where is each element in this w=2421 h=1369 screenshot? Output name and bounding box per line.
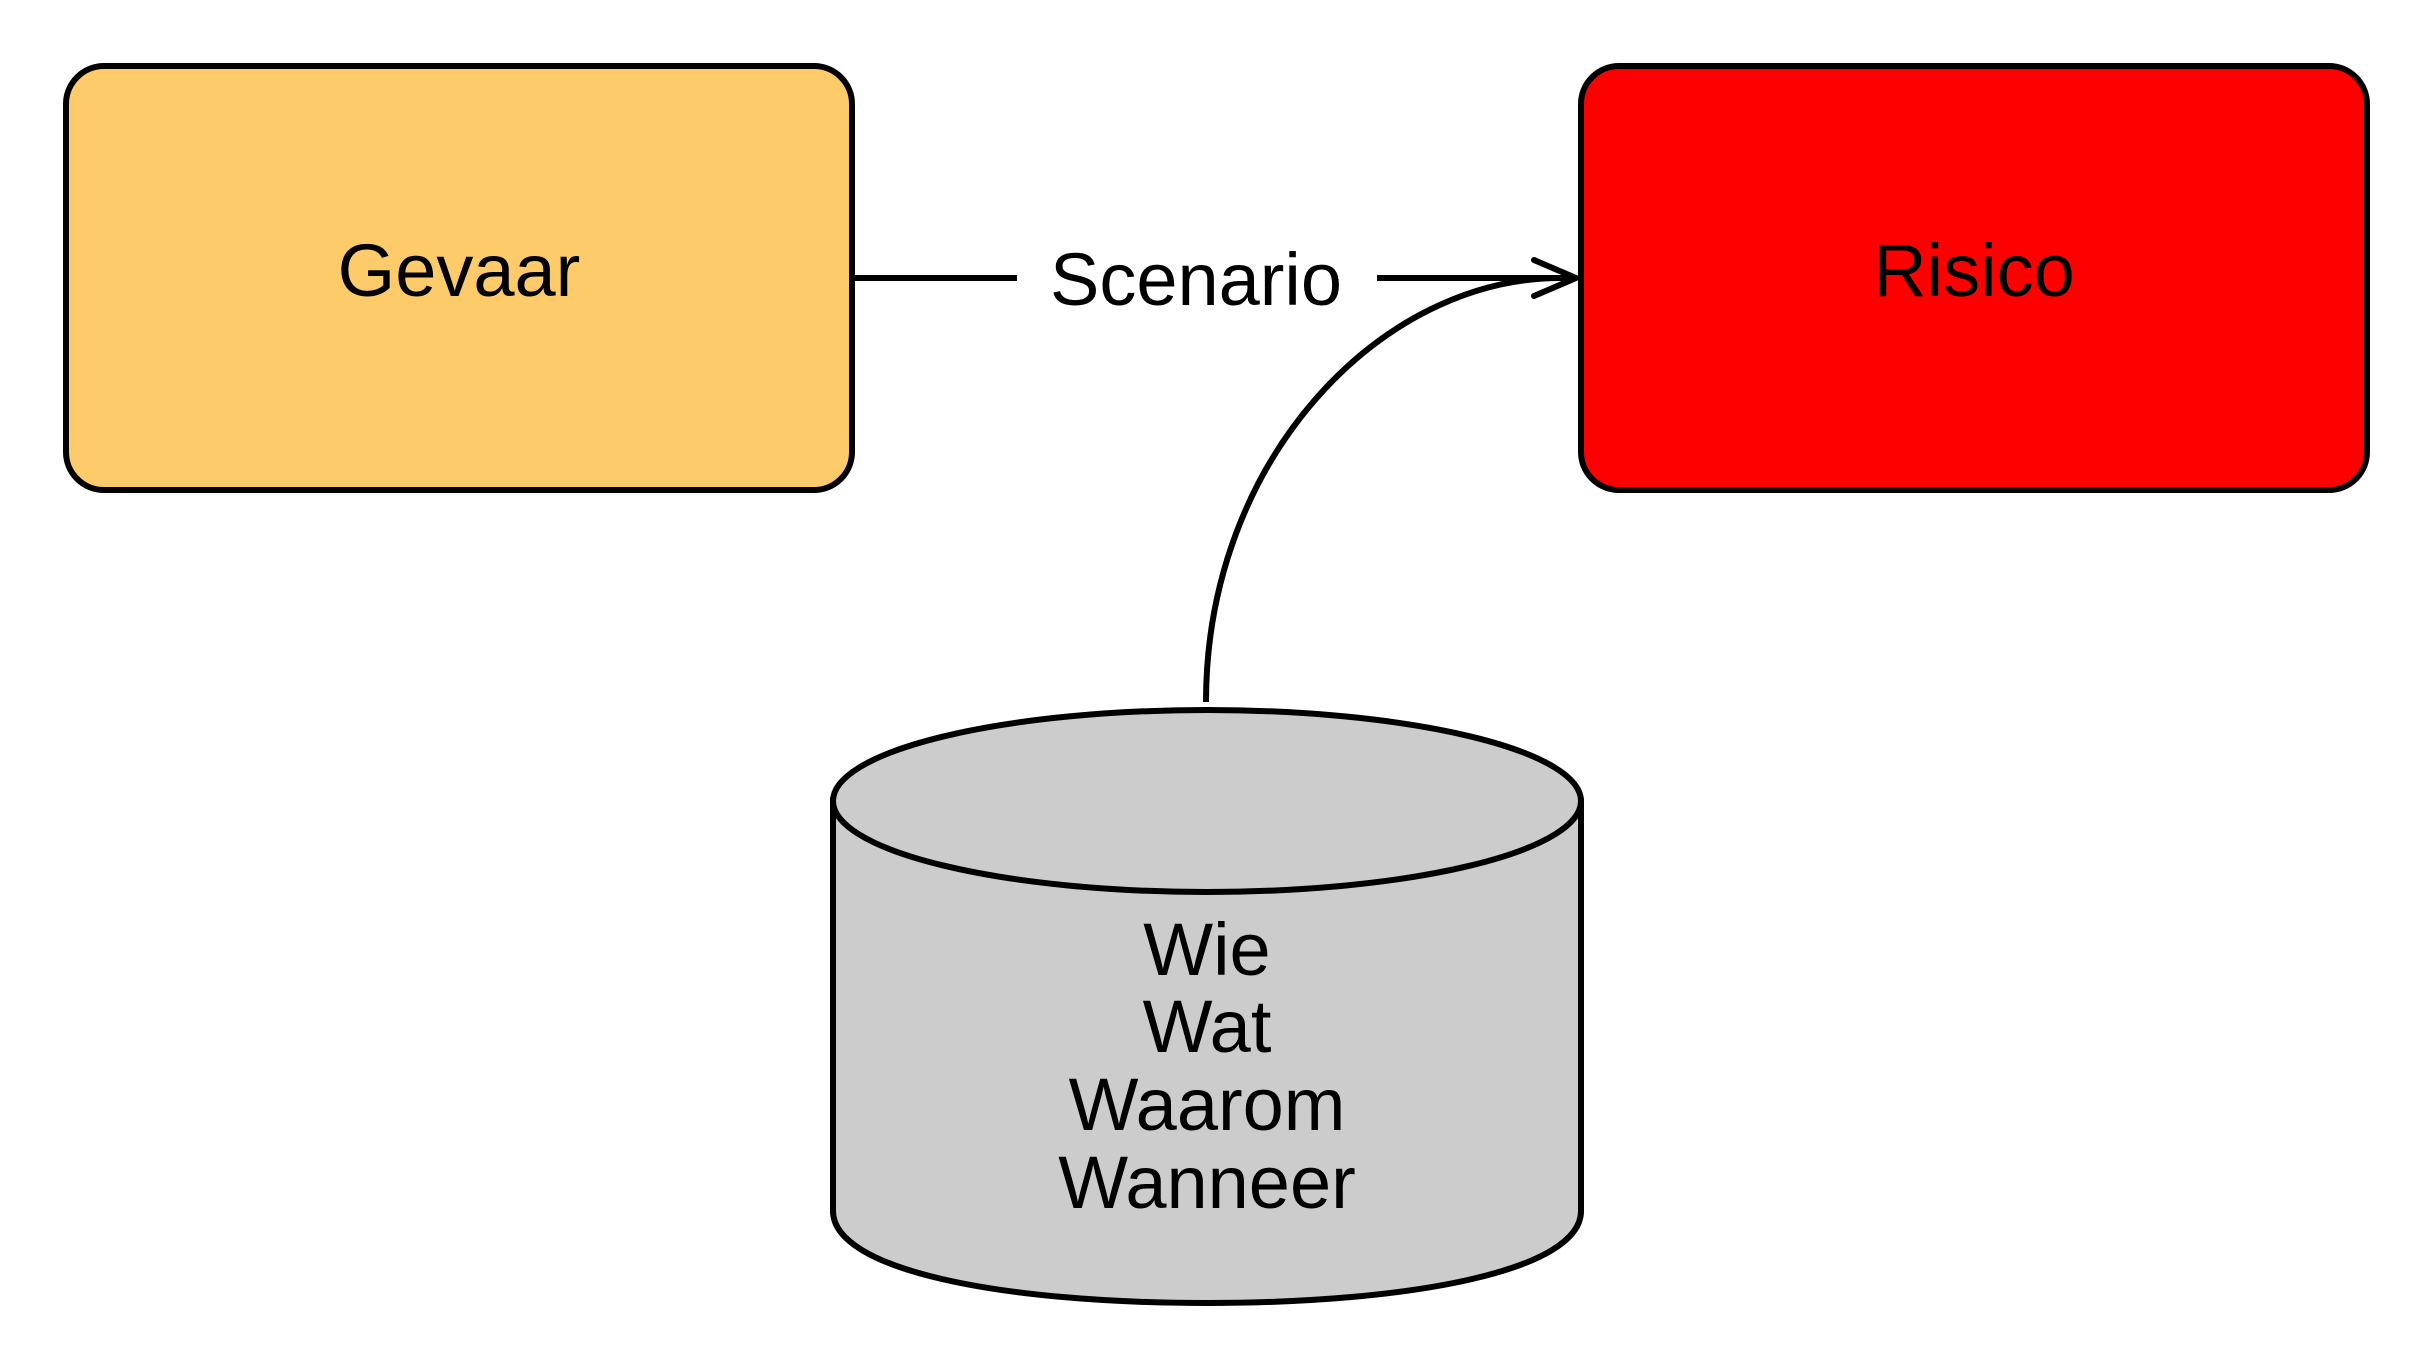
node-gevaar[interactable]: Gevaar: [63, 63, 855, 493]
node-source-cylinder[interactable]: Wie Wat Waarom Wanneer: [830, 707, 1584, 1307]
source-line-wie: Wie: [1143, 908, 1270, 991]
cylinder-top: [830, 707, 1584, 895]
scenario-label: Scenario: [1050, 238, 1342, 321]
node-risico[interactable]: Risico: [1578, 63, 2370, 493]
source-line-waarom: Waarom: [1069, 1063, 1346, 1146]
gevaar-label: Gevaar: [338, 229, 581, 312]
risico-label: Risico: [1873, 229, 2074, 312]
edge-source-to-risico[interactable]: [1203, 275, 1561, 703]
arrowhead-icon: [1531, 257, 1579, 299]
risico-box[interactable]: [1578, 63, 2370, 493]
edge-scenario[interactable]: Scenario: [852, 238, 1579, 321]
source-line-wanneer: Wanneer: [1058, 1141, 1356, 1224]
source-line-wat: Wat: [1143, 985, 1272, 1068]
cylinder-body: [830, 798, 1584, 1307]
